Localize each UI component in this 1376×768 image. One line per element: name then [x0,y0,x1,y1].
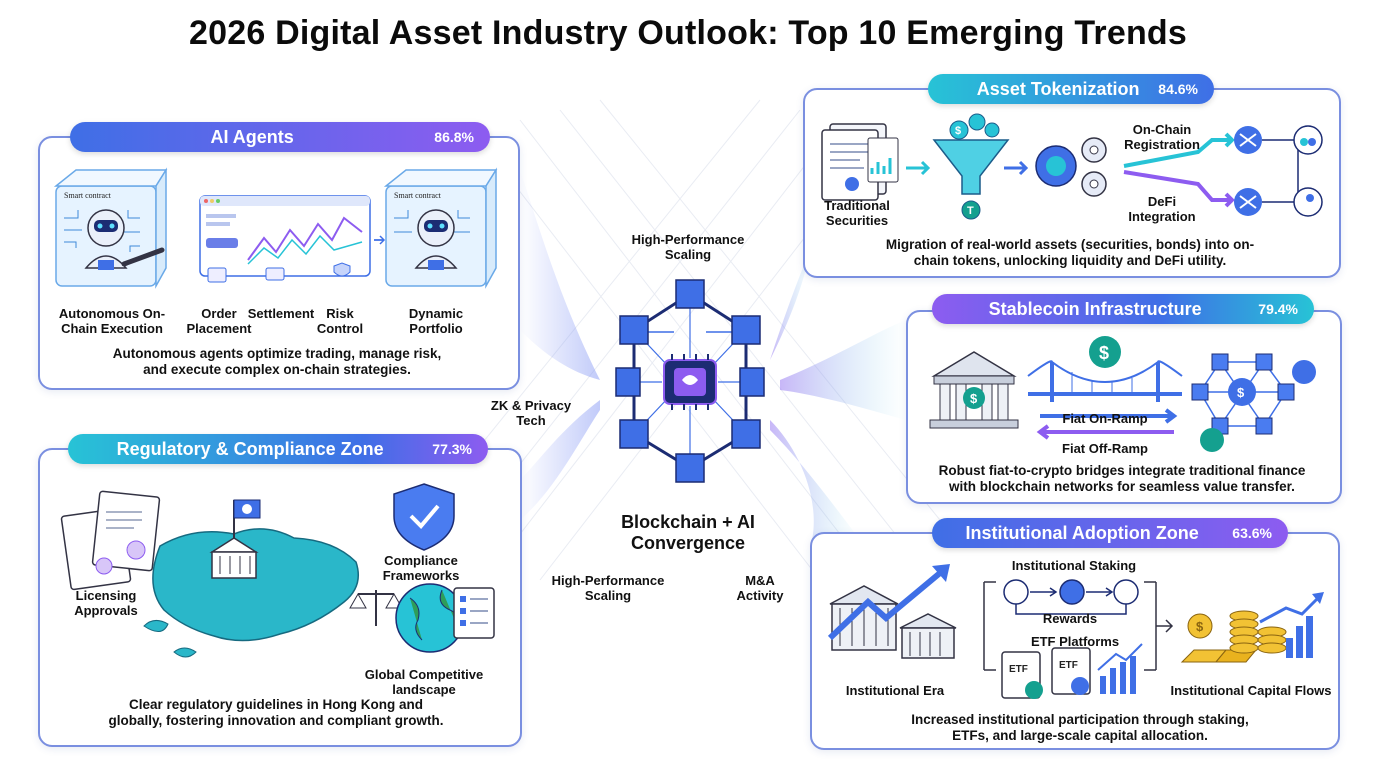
hub-left-label: ZK & Privacy Tech [490,398,572,428]
ai-agents-header: AI Agents 86.8% [70,122,490,152]
hub-bottom-left-label: High-Performance Scaling [551,573,665,603]
institution-buildings-icon [827,564,957,659]
caption-autonomous-execution: Autonomous On-Chain Execution [58,306,166,336]
stablecoin-header: Stablecoin Infrastructure 79.4% [932,294,1314,324]
funnel-icon: $ T [932,113,1010,220]
courthouse-icon [209,499,261,579]
svg-text:T: T [967,205,974,217]
caption-rewards: Rewards [1042,611,1098,626]
securities-document-icon [821,123,899,201]
caption-institutional-capital-flows: Institutional Capital Flows [1170,683,1332,698]
ai-agents-percent: 86.8% [434,129,474,145]
contract-label-right: Smart contract [394,191,442,200]
regulatory-illustration [60,483,495,658]
robot-icon [53,167,168,289]
stablecoin-illustration: $ $ $ [929,336,1316,452]
stablecoin-title: Stablecoin Infrastructure [988,298,1202,319]
svg-text:$: $ [1099,343,1109,363]
hub-bottom-right-label: M&A Activity [736,573,784,603]
caption-defi-integration: DeFi Integration [1128,194,1196,224]
caption-settlement: Settlement [247,306,315,321]
page-title: 2026 Digital Asset Industry Outlook: Top… [189,14,1187,52]
asset-tokenization-percent: 84.6% [1158,81,1198,97]
blockchain-network-icon: $ [1191,353,1316,452]
arrow-right-icon [1156,619,1174,633]
ai-agents-description: Autonomous agents optimize trading, mana… [112,346,442,377]
caption-risk-control: Risk Control [316,306,364,336]
institutional-header: Institutional Adoption Zone 63.6% [932,518,1288,548]
svg-text:$: $ [1237,385,1245,400]
token-gears-icon [1035,137,1107,197]
arrow-right-icon [906,160,931,176]
checklist-icon [453,587,495,639]
asset-tokenization-header: Asset Tokenization 84.6% [928,74,1214,104]
arrow-right-icon [1004,160,1029,176]
institutional-description: Increased institutional participation th… [911,712,1249,743]
hand-coin-icon [1293,187,1323,217]
svg-text:$: $ [955,125,961,137]
hub-center-label: Blockchain + AI Convergence [621,512,755,553]
svg-text:$: $ [1196,619,1204,634]
caption-licensing-approvals: Licensing Approvals [74,588,138,618]
institutional-illustration: $ ETF ETF [827,564,1324,699]
contract-label-left: Smart contract [64,191,112,200]
arrow-right-icon [374,235,386,245]
blockchain-ai-hub [615,279,765,483]
caption-traditional-securities: Traditional Securities [824,198,890,228]
stablecoin-description: Robust fiat-to-crypto bridges integrate … [938,463,1306,494]
asset-tokenization-title: Asset Tokenization [976,78,1140,99]
caption-dynamic-portfolio: Dynamic Portfolio [408,306,464,336]
caption-order-placement: Order Placement [186,306,252,336]
arrow-defi [1123,170,1235,208]
hub-top-label: High-Performance Scaling [631,232,745,262]
shield-check-icon [393,483,455,551]
staking-flow-icon [1003,579,1139,615]
license-documents-icon [60,490,161,591]
scales-icon [349,590,403,626]
etf-doc-label-1: ETF [1009,664,1028,675]
caption-institutional-era: Institutional Era [845,683,945,698]
gold-coins-icon: $ [1180,592,1324,663]
institutional-title: Institutional Adoption Zone [965,522,1199,543]
caption-onchain-registration: On-Chain Registration [1124,122,1200,152]
regulatory-title: Regulatory & Compliance Zone [116,438,384,459]
ai-chip-icon [663,354,717,410]
drops-icon [1293,125,1323,155]
caption-fiat-offramp: Fiat Off-Ramp [1062,441,1148,456]
blockchain-cube-nodes [615,279,765,483]
regulatory-percent: 77.3% [432,441,472,457]
portfolio-robot-icon [383,167,498,289]
asset-tokenization-illustration: $ T [821,113,1323,220]
caption-global-landscape: Global Competitive landscape [364,667,484,697]
bridge-icon: $ [1027,336,1183,402]
caption-compliance-frameworks: Compliance Frameworks [382,553,460,583]
bank-icon: $ [929,351,1019,429]
caption-fiat-onramp: Fiat On-Ramp [1062,411,1148,426]
arrow-registration [1123,132,1235,168]
caption-institutional-staking: Institutional Staking [1011,558,1137,573]
regulatory-header: Regulatory & Compliance Zone 77.3% [68,434,488,464]
hong-kong-map-icon [143,528,359,658]
svg-text:$: $ [970,391,978,406]
onramp-arrow [1040,408,1178,424]
asset-tokenization-description: Migration of real-world assets (securiti… [885,237,1255,268]
ai-agents-title: AI Agents [210,126,294,147]
institutional-percent: 63.6% [1232,525,1272,541]
stablecoin-percent: 79.4% [1258,301,1298,317]
etf-doc-label-2: ETF [1059,660,1078,671]
regulatory-description: Clear regulatory guidelines in Hong Kong… [108,697,444,728]
etf-documents-icon [1001,643,1143,699]
asset-tokenization-panel [803,88,1341,278]
trading-dashboard-icon [199,195,371,283]
caption-etf-platforms: ETF Platforms [1030,634,1120,649]
offramp-arrow [1036,424,1174,440]
ai-agents-illustration: Smart contract Smart contract [53,167,498,289]
